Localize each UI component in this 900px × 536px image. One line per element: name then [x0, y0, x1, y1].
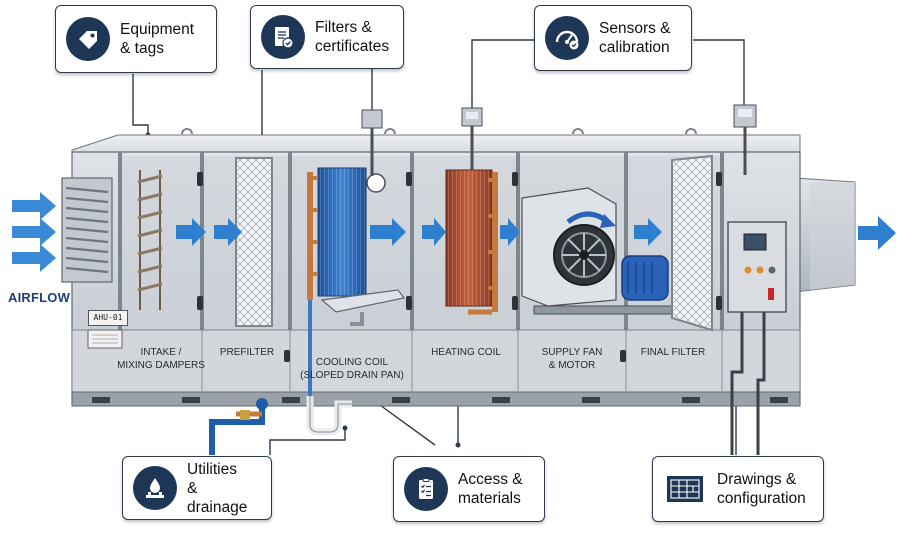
- tag-icon: [66, 17, 110, 61]
- callout-sensors-text: Sensors & calibration: [599, 20, 671, 56]
- callout-utilities-drainage[interactable]: Utilities & drainage: [122, 456, 272, 520]
- unit-tag: AHU-01: [88, 310, 128, 326]
- supply-fan: [521, 187, 675, 315]
- inlet-airflow-arrows: [12, 192, 56, 272]
- section-label-final-filter: FINAL FILTER: [640, 347, 706, 358]
- airflow-label: AIRFLOW: [8, 290, 71, 305]
- supply-duct: [794, 177, 856, 293]
- outlet-airflow-arrow: [858, 216, 896, 250]
- section-label-intake: INTAKE / MIXING DAMPERS: [117, 347, 205, 371]
- control-panel: [727, 221, 787, 455]
- section-label-supply-fan: SUPPLY FAN & MOTOR: [541, 347, 603, 371]
- callout-drawings-text: Drawings & configuration: [717, 471, 806, 507]
- sensor-supply: [733, 104, 757, 175]
- sensor-heating: [461, 107, 483, 170]
- mixing-dampers: [137, 170, 163, 310]
- water-drop-icon: [133, 466, 177, 510]
- callout-sensors-calibration[interactable]: Sensors & calibration: [534, 5, 692, 71]
- heating-coil: [445, 169, 498, 315]
- callout-filters-certificates[interactable]: Filters & certificates: [250, 5, 404, 69]
- intake-louver: [61, 177, 113, 283]
- utility-piping: [209, 396, 352, 455]
- callout-filters-text: Filters & certificates: [315, 19, 390, 55]
- certificate-icon: [261, 15, 305, 59]
- gauge-icon: [545, 16, 589, 60]
- sensor-cooling: [361, 109, 383, 176]
- lifting-lugs: [181, 128, 697, 135]
- section-label-prefilter: PREFILTER: [219, 347, 275, 358]
- blueprint-icon: [663, 467, 707, 511]
- callout-equipment-tags[interactable]: Equipment & tags: [55, 5, 217, 73]
- cooling-coil: [307, 167, 406, 396]
- section-label-heating-coil: HEATING COIL: [431, 347, 501, 358]
- internal-airflow-arrows: [176, 218, 662, 246]
- door-handles: [197, 172, 722, 362]
- callout-equipment-text: Equipment & tags: [120, 21, 195, 57]
- prefilter: [235, 157, 273, 327]
- callout-access-text: Access & materials: [458, 471, 523, 507]
- clipboard-checklist-icon: [404, 467, 448, 511]
- nameplate: [87, 329, 123, 349]
- section-label-cooling-coil: COOLING COIL (SLOPED DRAIN PAN): [300, 357, 404, 381]
- interior-walls: [122, 156, 720, 328]
- callout-utilities-text: Utilities & drainage: [187, 460, 248, 516]
- callout-access-materials[interactable]: Access & materials: [393, 456, 545, 522]
- callout-drawings-configuration[interactable]: Drawings & configuration: [652, 456, 824, 522]
- lower-panel-dividers: [201, 330, 723, 392]
- final-filter: [671, 154, 713, 332]
